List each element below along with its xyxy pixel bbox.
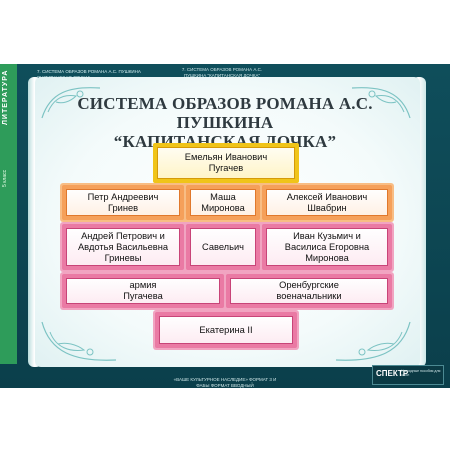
title-line-1: СИСТЕМА ОБРАЗОВ РОМАНА А.С. ПУШКИНА [77,94,373,132]
node-text: Василиса Егоровна [284,241,370,252]
corner-ornament-top-right-icon [351,87,411,119]
node-text: Оренбургские [279,280,339,290]
node-masha: Маша Миронова [186,185,260,220]
node-text: Иван Кузьмич и [293,230,361,241]
corner-ornament-bottom-left-icon [41,321,117,361]
node-text: Маша [210,191,236,202]
node-mironov-parents: Иван Кузьмич и Василиса Егоровна Миронов… [262,224,392,270]
node-text: Пугачева [123,291,163,301]
node-text: военачальники [276,291,342,301]
node-text: Миронова [201,202,245,213]
node-pugachev: Емельян Иванович Пугачев [153,143,299,183]
node-text: Алексей Иванович [286,191,368,202]
node-text: Гриневы [104,252,142,263]
node-grinev-parents: Андрей Петрович и Авдотья Васильевна Гри… [62,224,184,270]
node-text: Гринев [107,202,139,213]
node-text: Андрей Петрович и [81,230,165,241]
node-orenburg: Оренбургские военачальники [226,274,392,308]
node-text: Пугачев [208,163,244,173]
node-text: Савельич [202,241,244,252]
publisher-info: Наглядные пособия для школ [401,369,441,377]
node-text: Емельян Иванович [184,152,268,162]
grade-label: 5 класс [2,169,8,187]
corner-ornament-top-left-icon [41,87,101,119]
subject-strip: ЛИТЕРАТУРА 5 класс [0,64,17,364]
node-text: Екатерина II [199,324,253,335]
publisher-block: СПЕКТР Наглядные пособия для школ [372,365,444,385]
node-text: Миронова [305,252,349,263]
node-army: армия Пугачева [62,274,224,308]
node-text: армия [129,280,157,290]
sheet-footer: «ВАШЕ КУЛЬТУРНОЕ НАСЛЕДИЕ» ФОРМАТ 3 И ФА… [173,377,277,388]
subject-label: ЛИТЕРАТУРА [2,70,9,126]
node-catherine: Екатерина II [155,312,297,348]
node-grinev: Петр Андреевич Гринев [62,185,184,220]
node-shvabrin: Алексей Иванович Швабрин [262,185,392,220]
corner-ornament-bottom-right-icon [335,321,411,361]
publisher-logo: СПЕКТР [376,369,409,378]
node-savelich: Савельич [186,224,260,270]
sheet-header: 7. СИСТЕМА ОБРАЗОВ РОМАНА А.С. ПУШКИНА "… [181,67,263,78]
node-text: Авдотья Васильевна [77,241,169,252]
node-text: Швабрин [307,202,347,213]
node-text: Петр Андреевич [87,191,159,202]
